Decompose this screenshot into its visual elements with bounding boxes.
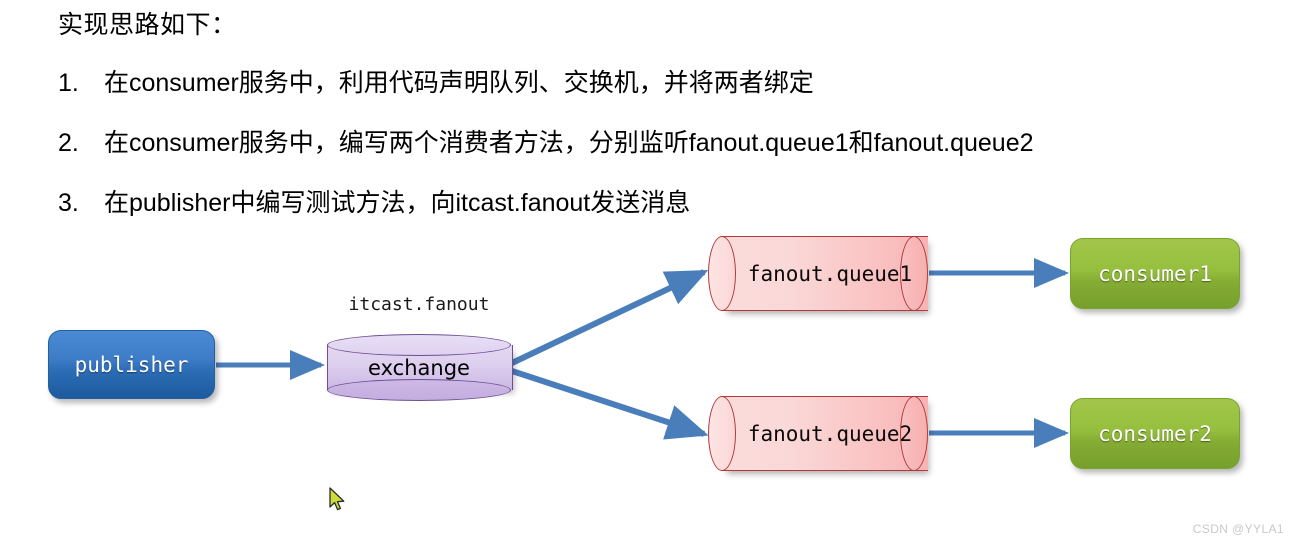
list-item: 1. 在consumer服务中，利用代码声明队列、交换机，并将两者绑定 <box>58 66 814 100</box>
queue1-cylinder-body <box>722 236 928 311</box>
page-title: 实现思路如下： <box>58 11 237 39</box>
node-exchange[interactable]: exchange <box>327 334 513 401</box>
queue2-cylinder-body <box>722 396 928 471</box>
arrow-exchange-to-queue1 <box>510 269 709 366</box>
queue1-cylinder-left-cap <box>708 236 736 311</box>
node-queue-2[interactable]: fanout.queue2 <box>708 396 928 471</box>
node-publisher-label: publisher <box>74 352 189 377</box>
list-item-text: 在consumer服务中，利用代码声明队列、交换机，并将两者绑定 <box>104 69 814 97</box>
list-item-number: 1. <box>58 69 79 97</box>
node-queue-1[interactable]: fanout.queue1 <box>708 236 928 311</box>
node-queue-1-label: fanout.queue1 <box>747 261 913 286</box>
arrow-exchange-to-queue2 <box>511 368 709 440</box>
list-item-text: 在consumer服务中，编写两个消费者方法，分别监听fanout.queue1… <box>104 129 1034 157</box>
list-item: 3. 在publisher中编写测试方法，向itcast.fanout发送消息 <box>58 186 690 220</box>
list-item: 2. 在consumer服务中，编写两个消费者方法，分别监听fanout.queu… <box>58 126 1034 160</box>
list-item-text: 在publisher中编写测试方法，向itcast.fanout发送消息 <box>104 189 691 217</box>
node-exchange-label: exchange <box>368 355 470 380</box>
node-consumer-1-label: consumer1 <box>1098 261 1212 286</box>
csdn-watermark: CSDN @YYLA1 <box>1192 522 1284 536</box>
exchange-cylinder-top-cap <box>327 334 511 356</box>
node-queue-2-label: fanout.queue2 <box>747 421 913 446</box>
queue1-cylinder-right-cap <box>900 236 928 311</box>
node-publisher[interactable]: publisher <box>48 330 215 399</box>
exchange-name-label: itcast.fanout <box>348 294 490 315</box>
node-consumer-2-label: consumer2 <box>1098 421 1212 446</box>
node-consumer-1[interactable]: consumer1 <box>1070 238 1240 309</box>
queue2-cylinder-left-cap <box>708 396 736 471</box>
list-item-number: 2. <box>58 129 79 157</box>
exchange-cylinder-bottom-cap <box>327 379 511 401</box>
queue2-cylinder-right-cap <box>900 396 928 471</box>
list-item-number: 3. <box>58 189 79 217</box>
node-consumer-2[interactable]: consumer2 <box>1070 398 1240 469</box>
mouse-cursor-icon <box>329 487 345 511</box>
